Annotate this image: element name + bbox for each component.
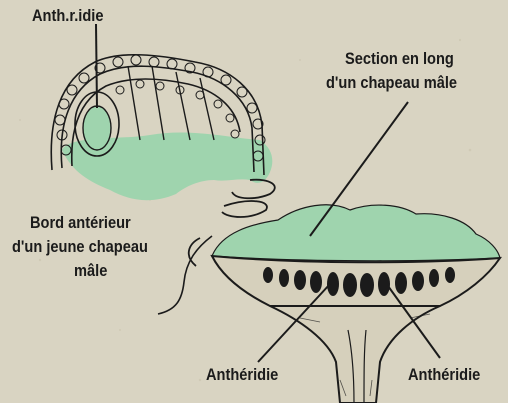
male-cap-top (212, 205, 500, 261)
chamber-walls (128, 66, 214, 140)
young-cap-section (51, 24, 272, 200)
label-section-line1: Section en long (345, 48, 454, 70)
label-antheridie-left: Anthéridie (206, 364, 278, 386)
leader-antheridie-top (96, 24, 97, 108)
stalk-outline-left (158, 236, 212, 314)
label-bord-line2: d'un jeune chapeau (12, 236, 148, 258)
label-antheridie-top: Anth.r.idie (32, 5, 103, 27)
label-bord-line1: Bord antérieur (30, 212, 131, 234)
label-bord-line3: mâle (74, 260, 107, 282)
label-section-line2: d'un chapeau mâle (326, 72, 457, 94)
label-antheridie-right: Anthéridie (408, 364, 480, 386)
antheridium-body (83, 106, 111, 150)
